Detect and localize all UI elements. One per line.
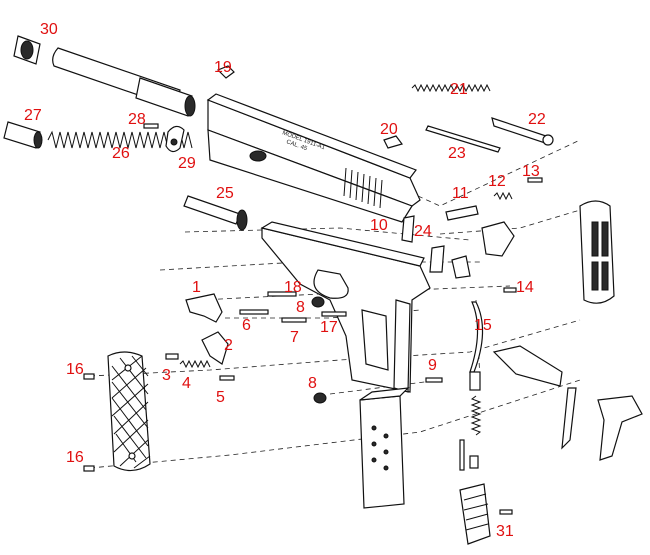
front-sight	[216, 65, 235, 79]
slide-stop	[185, 293, 223, 323]
grip-bushing-lower	[313, 392, 327, 404]
catch-spring	[179, 359, 211, 369]
callout: 3	[162, 367, 171, 384]
grip-screw-lower	[83, 465, 95, 472]
callout: 15	[474, 317, 492, 334]
grip-screw-upper	[83, 373, 95, 380]
hammer	[481, 221, 515, 257]
magazine-well	[361, 309, 389, 371]
callout: 11	[452, 185, 469, 202]
sear-spring-short	[493, 191, 513, 201]
callout: 10	[370, 217, 388, 234]
callout: 7	[290, 329, 299, 346]
barrel-link-parts	[143, 123, 185, 153]
grip-frame-right	[393, 299, 411, 393]
callout: 24	[414, 223, 432, 240]
plug-end	[33, 131, 43, 149]
firing-pin-group	[411, 83, 554, 153]
rear-sight	[383, 135, 404, 149]
callout: 1	[192, 279, 201, 296]
leaf-spring	[561, 387, 577, 450]
callout: 13	[522, 163, 540, 180]
extractor-head	[542, 134, 554, 146]
frame	[260, 221, 431, 393]
grip-bushing-upper	[311, 296, 325, 308]
magazine-follower	[459, 483, 491, 545]
link-pin	[143, 123, 159, 129]
callout: 4	[182, 375, 191, 392]
callout: 18	[284, 279, 302, 296]
mainspring-column	[459, 371, 482, 471]
left-grip-panel	[107, 351, 151, 472]
slide: MODEL 1911-A1 CAL. 45	[206, 93, 421, 223]
callout: 8	[308, 375, 317, 392]
slide-stop-notch	[249, 150, 267, 162]
callout: 16	[66, 449, 84, 466]
mag-release-pin	[425, 377, 443, 383]
magazine	[359, 387, 410, 509]
slide-serrations	[343, 167, 383, 209]
callout: 12	[488, 173, 506, 190]
callout: 14	[516, 279, 534, 296]
part-callouts: 30 19 21 27 28 22 20 26 29 23 13 12 25 1…	[24, 21, 546, 540]
grip-screw-bushing	[503, 287, 517, 293]
catch-lock	[165, 353, 179, 360]
guide-head	[236, 209, 248, 231]
barrel-muzzle	[184, 95, 196, 117]
callout: 16	[66, 361, 84, 378]
callout: 2	[224, 337, 233, 354]
callout: 22	[528, 111, 546, 128]
callout: 29	[178, 155, 196, 172]
callout: 27	[24, 107, 42, 124]
link-hole	[170, 138, 178, 146]
magazine-catch	[201, 331, 229, 365]
recoil-spring-guide	[183, 195, 241, 225]
hammer-strut	[445, 205, 479, 221]
trigger-guard	[313, 269, 349, 299]
callout: 17	[320, 319, 338, 336]
grip-safety	[492, 345, 563, 387]
recoil-group	[3, 121, 248, 231]
callout: 23	[448, 145, 466, 162]
callout: 19	[214, 59, 232, 76]
callout: 21	[450, 81, 468, 98]
hammer-pin	[527, 177, 543, 183]
callout: 30	[40, 21, 58, 38]
callout: 20	[380, 121, 398, 138]
callout: 28	[128, 111, 146, 128]
callout: 26	[112, 145, 130, 162]
callout: 9	[428, 357, 437, 374]
follower-pin	[499, 509, 513, 515]
thumb-safety	[597, 395, 643, 461]
callout: 5	[216, 389, 225, 406]
firing-pin-spring	[411, 83, 491, 93]
lockwork	[401, 177, 543, 279]
small-pins	[239, 291, 347, 404]
bushing-bore	[20, 40, 34, 60]
barrel-chamber	[135, 77, 193, 117]
catch-pin	[219, 375, 235, 381]
callout: 31	[496, 523, 514, 540]
callout: 8	[296, 299, 305, 316]
barrel-group	[13, 35, 196, 117]
firing-pin	[425, 125, 501, 153]
callout: 25	[216, 185, 234, 202]
sear-spring	[469, 301, 484, 373]
recoil-spring-plug	[3, 121, 41, 149]
callout: 6	[242, 317, 251, 334]
